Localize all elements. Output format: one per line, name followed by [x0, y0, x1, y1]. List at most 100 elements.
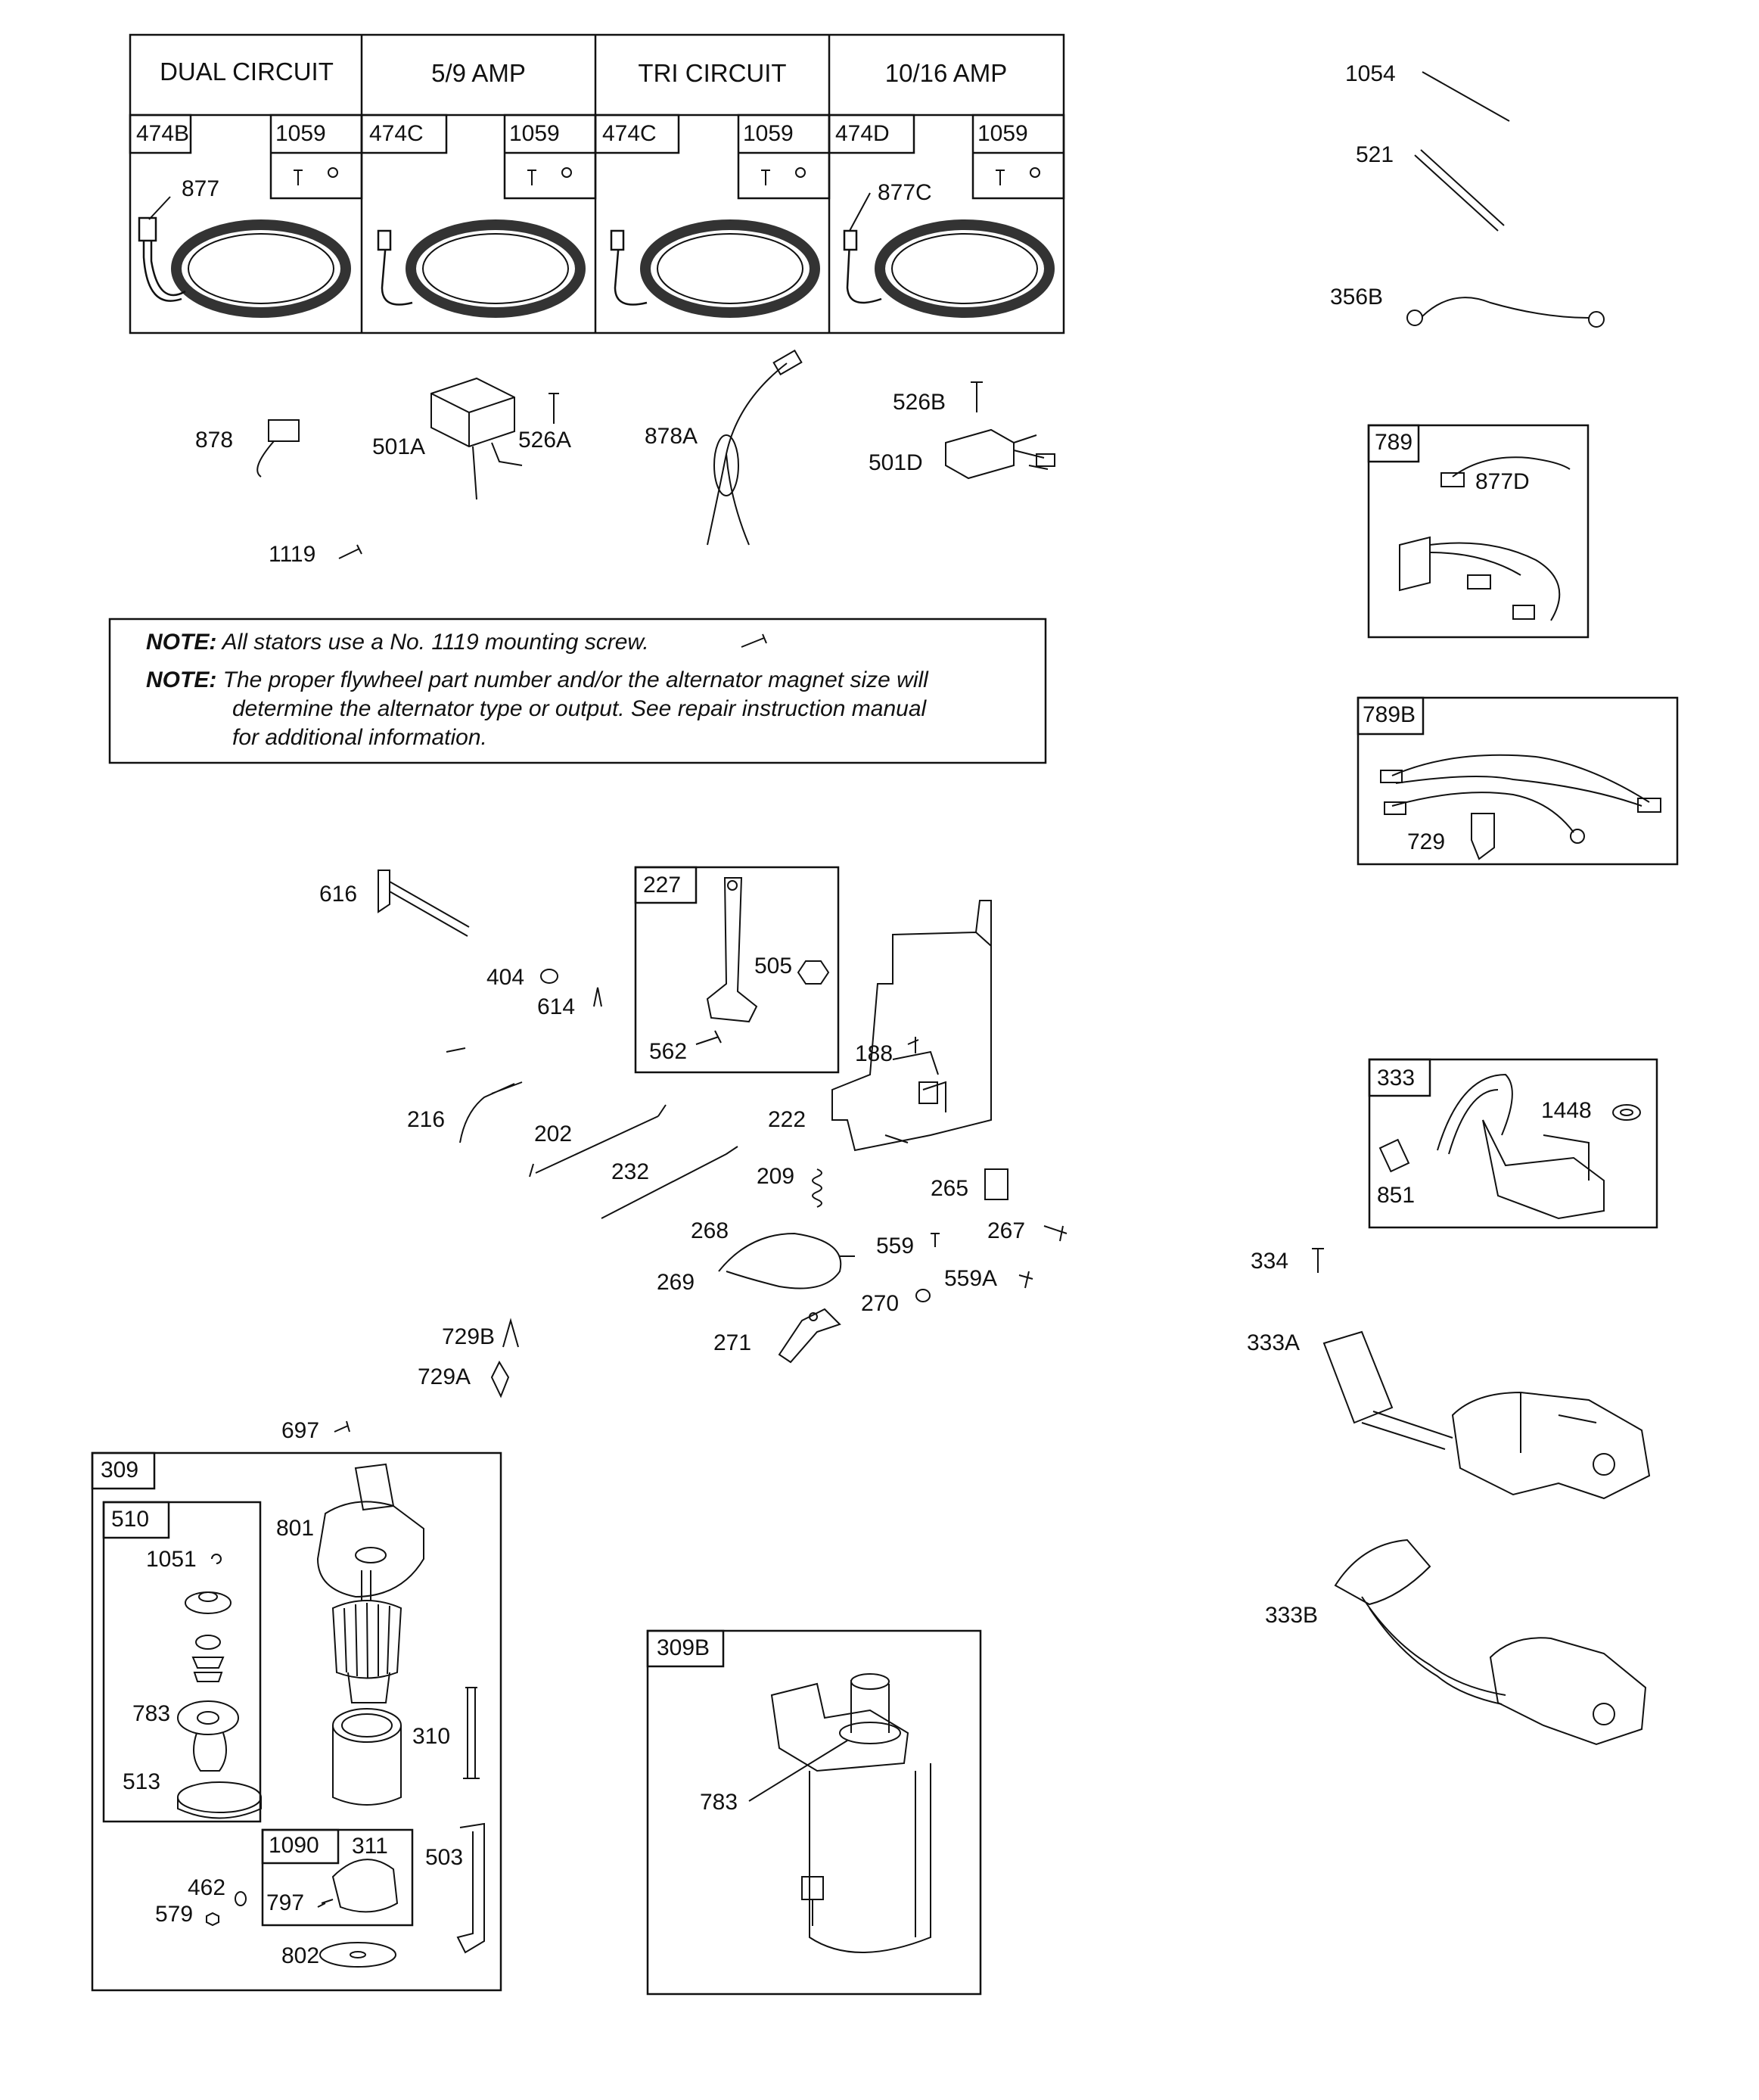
part-559-label: 559 — [876, 1234, 915, 1258]
screw-1059-label: 1059 — [275, 121, 326, 146]
note-2-line-1: The proper flywheel part number and/or t… — [222, 667, 928, 692]
stator-474c-tri-drawing — [610, 219, 820, 318]
box-227 — [634, 866, 840, 1074]
part-270-label: 270 — [861, 1291, 900, 1316]
harness-877d-drawing — [1399, 456, 1571, 621]
ignition-333a-drawing — [1322, 1330, 1651, 1500]
screw-icon — [741, 633, 767, 648]
part-513-label: 513 — [123, 1769, 161, 1794]
part-526a-label: 526A — [518, 428, 572, 453]
part-521-label: 521 — [1356, 142, 1394, 167]
part-232-label: 232 — [611, 1159, 650, 1184]
box-789b — [1357, 696, 1679, 866]
box-789-title-cell — [1367, 424, 1420, 463]
stator-474b-label: 474B — [136, 121, 190, 146]
box-309 — [91, 1451, 502, 1992]
part-503-label: 503 — [425, 1845, 464, 1870]
box-789b-title: 789B — [1363, 702, 1416, 727]
lead-877-label: 877 — [182, 176, 220, 201]
parts-row-drawings — [256, 349, 1055, 559]
header-tri-circuit: TRI CIRCUIT — [638, 59, 787, 87]
box-1090-title-cell — [261, 1828, 340, 1865]
part-729b-label: 729B — [442, 1324, 496, 1349]
part-267-label: 267 — [987, 1218, 1026, 1243]
part-851-label: 851 — [1377, 1183, 1416, 1208]
box-309-title-cell — [91, 1451, 156, 1490]
part-333b-label: 333B — [1265, 1603, 1319, 1628]
governor-parts-drawings — [334, 870, 1068, 1433]
harness-789b-drawing — [1380, 754, 1661, 860]
box-309-title: 309 — [101, 1458, 139, 1482]
part-209-label: 209 — [757, 1164, 795, 1189]
part-562-label: 562 — [649, 1039, 688, 1064]
part-269-label: 269 — [657, 1270, 695, 1295]
starter-309b-drawing — [748, 1673, 931, 1953]
part-404-label: 404 — [486, 965, 525, 990]
governor-227-drawing — [695, 877, 830, 1045]
header-dual-circuit: DUAL CIRCUIT — [160, 58, 334, 86]
part-877d-label: 877D — [1475, 469, 1530, 494]
box-510-title: 510 — [111, 1507, 150, 1532]
part-356b-label: 356B — [1330, 285, 1384, 310]
starter-309-drawings — [177, 1463, 485, 1968]
box-1090-title: 1090 — [269, 1833, 319, 1858]
box-789-title: 789 — [1375, 430, 1413, 455]
part-526b-label: 526B — [893, 390, 946, 415]
stator-474c-drawing — [377, 219, 586, 318]
header-5-9-amp: 5/9 AMP — [431, 59, 526, 87]
part-783-309b-label: 783 — [700, 1790, 738, 1815]
part-1054-label: 1054 — [1345, 61, 1396, 86]
stator-474c-tri-label: 474C — [602, 121, 657, 146]
part-271-label: 271 — [713, 1330, 752, 1355]
leader-lines — [317, 1047, 466, 1908]
part-265-label: 265 — [931, 1176, 969, 1201]
note-2-line-3: for additional information. — [232, 725, 487, 750]
part-334-label: 334 — [1251, 1249, 1289, 1274]
stator-table-frame — [129, 33, 1065, 334]
box-333-title-cell — [1368, 1058, 1431, 1097]
part-501d-label: 501D — [869, 450, 923, 475]
note-2-label: NOTE: — [146, 667, 217, 692]
note-1: NOTE: All stators use a No. 1119 mountin… — [146, 628, 649, 657]
ignition-333b-drawing — [1334, 1538, 1647, 1746]
part-311-label: 311 — [352, 1834, 388, 1859]
part-729-label: 729 — [1407, 829, 1446, 854]
part-797-label: 797 — [266, 1890, 305, 1915]
box-510 — [102, 1501, 262, 1823]
box-227-title-cell — [634, 866, 698, 904]
box-510-title-cell — [102, 1501, 170, 1539]
screw-334 — [1312, 1248, 1324, 1273]
screw-nut-icons — [294, 167, 1040, 185]
part-505-label: 505 — [754, 954, 793, 978]
screw-1059-label: 1059 — [509, 121, 560, 146]
note-1-text: All stators use a No. 1119 mounting scre… — [222, 630, 649, 655]
box-309b-title: 309B — [657, 1635, 710, 1660]
box-333-title: 333 — [1377, 1066, 1416, 1090]
part-202-label: 202 — [534, 1122, 573, 1146]
part-1119-label: 1119 — [269, 542, 316, 567]
stator-474b-drawing — [138, 196, 351, 318]
part-188-label: 188 — [855, 1041, 893, 1066]
part-616-label: 616 — [319, 882, 358, 907]
box-309b — [646, 1629, 982, 1996]
box-227-title: 227 — [643, 873, 682, 898]
part-1448-label: 1448 — [1541, 1098, 1592, 1123]
box-789b-title-cell — [1357, 696, 1425, 736]
part-333a-label: 333A — [1247, 1330, 1301, 1355]
part-216-label: 216 — [407, 1107, 446, 1132]
box-333 — [1368, 1058, 1658, 1229]
part-614-label: 614 — [537, 994, 576, 1019]
header-10-16-amp: 10/16 AMP — [884, 59, 1008, 87]
note-2-line-2: determine the alternator type or output.… — [232, 696, 927, 721]
part-559a-label: 559A — [944, 1266, 998, 1291]
screw-1059-label: 1059 — [977, 121, 1028, 146]
part-729a-label: 729A — [418, 1364, 471, 1389]
stator-474c-label: 474C — [369, 121, 424, 146]
ignition-333-drawing — [1378, 1073, 1641, 1220]
part-878-label: 878 — [195, 428, 234, 453]
screw-1059-label: 1059 — [743, 121, 794, 146]
part-802-label: 802 — [281, 1943, 320, 1968]
part-1051-label: 1051 — [146, 1547, 197, 1572]
part-501a-label: 501A — [372, 434, 426, 459]
stator-474d-label: 474D — [835, 121, 890, 146]
